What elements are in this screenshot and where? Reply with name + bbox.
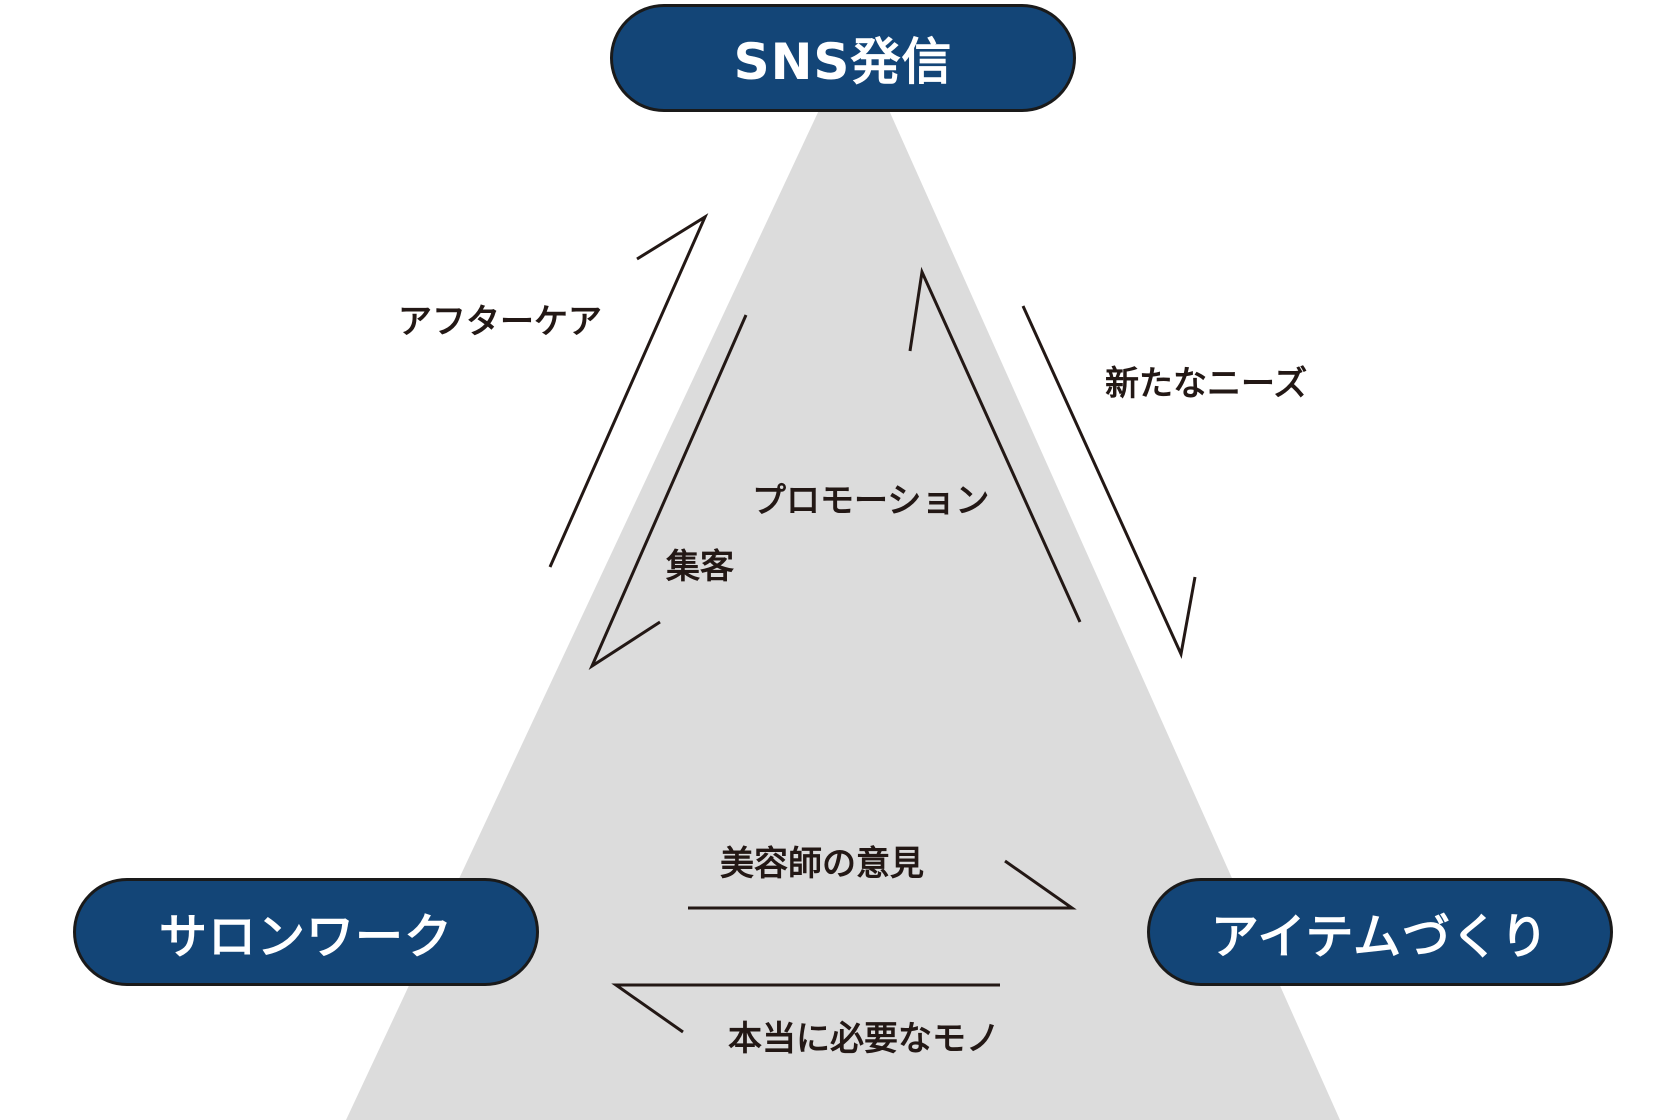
arrow-stylist-opinion — [688, 859, 1077, 910]
label-stylist-opinion: 美容師の意見 — [720, 844, 924, 884]
arrow-truly-needed — [611, 983, 1000, 1034]
arrow-aftercare — [548, 213, 709, 568]
label-aftercare: アフターケア — [398, 302, 602, 342]
arrow-shukyaku — [588, 314, 748, 670]
label-new-needs: 新たなニーズ — [1105, 364, 1308, 404]
arrow-promotion — [908, 266, 1082, 623]
label-truly-needed: 本当に必要なモノ — [728, 1019, 1000, 1059]
label-shukyaku: 集客 — [666, 547, 734, 587]
node-item-zukuri: アイテムづくり — [1147, 878, 1613, 986]
triangle-background — [346, 108, 1340, 1120]
arrow-new-needs — [1021, 305, 1197, 659]
node-sns-hasshin: SNS発信 — [610, 4, 1076, 112]
node-salon-work: サロンワーク — [73, 878, 539, 986]
label-promotion: プロモーション — [752, 481, 990, 521]
